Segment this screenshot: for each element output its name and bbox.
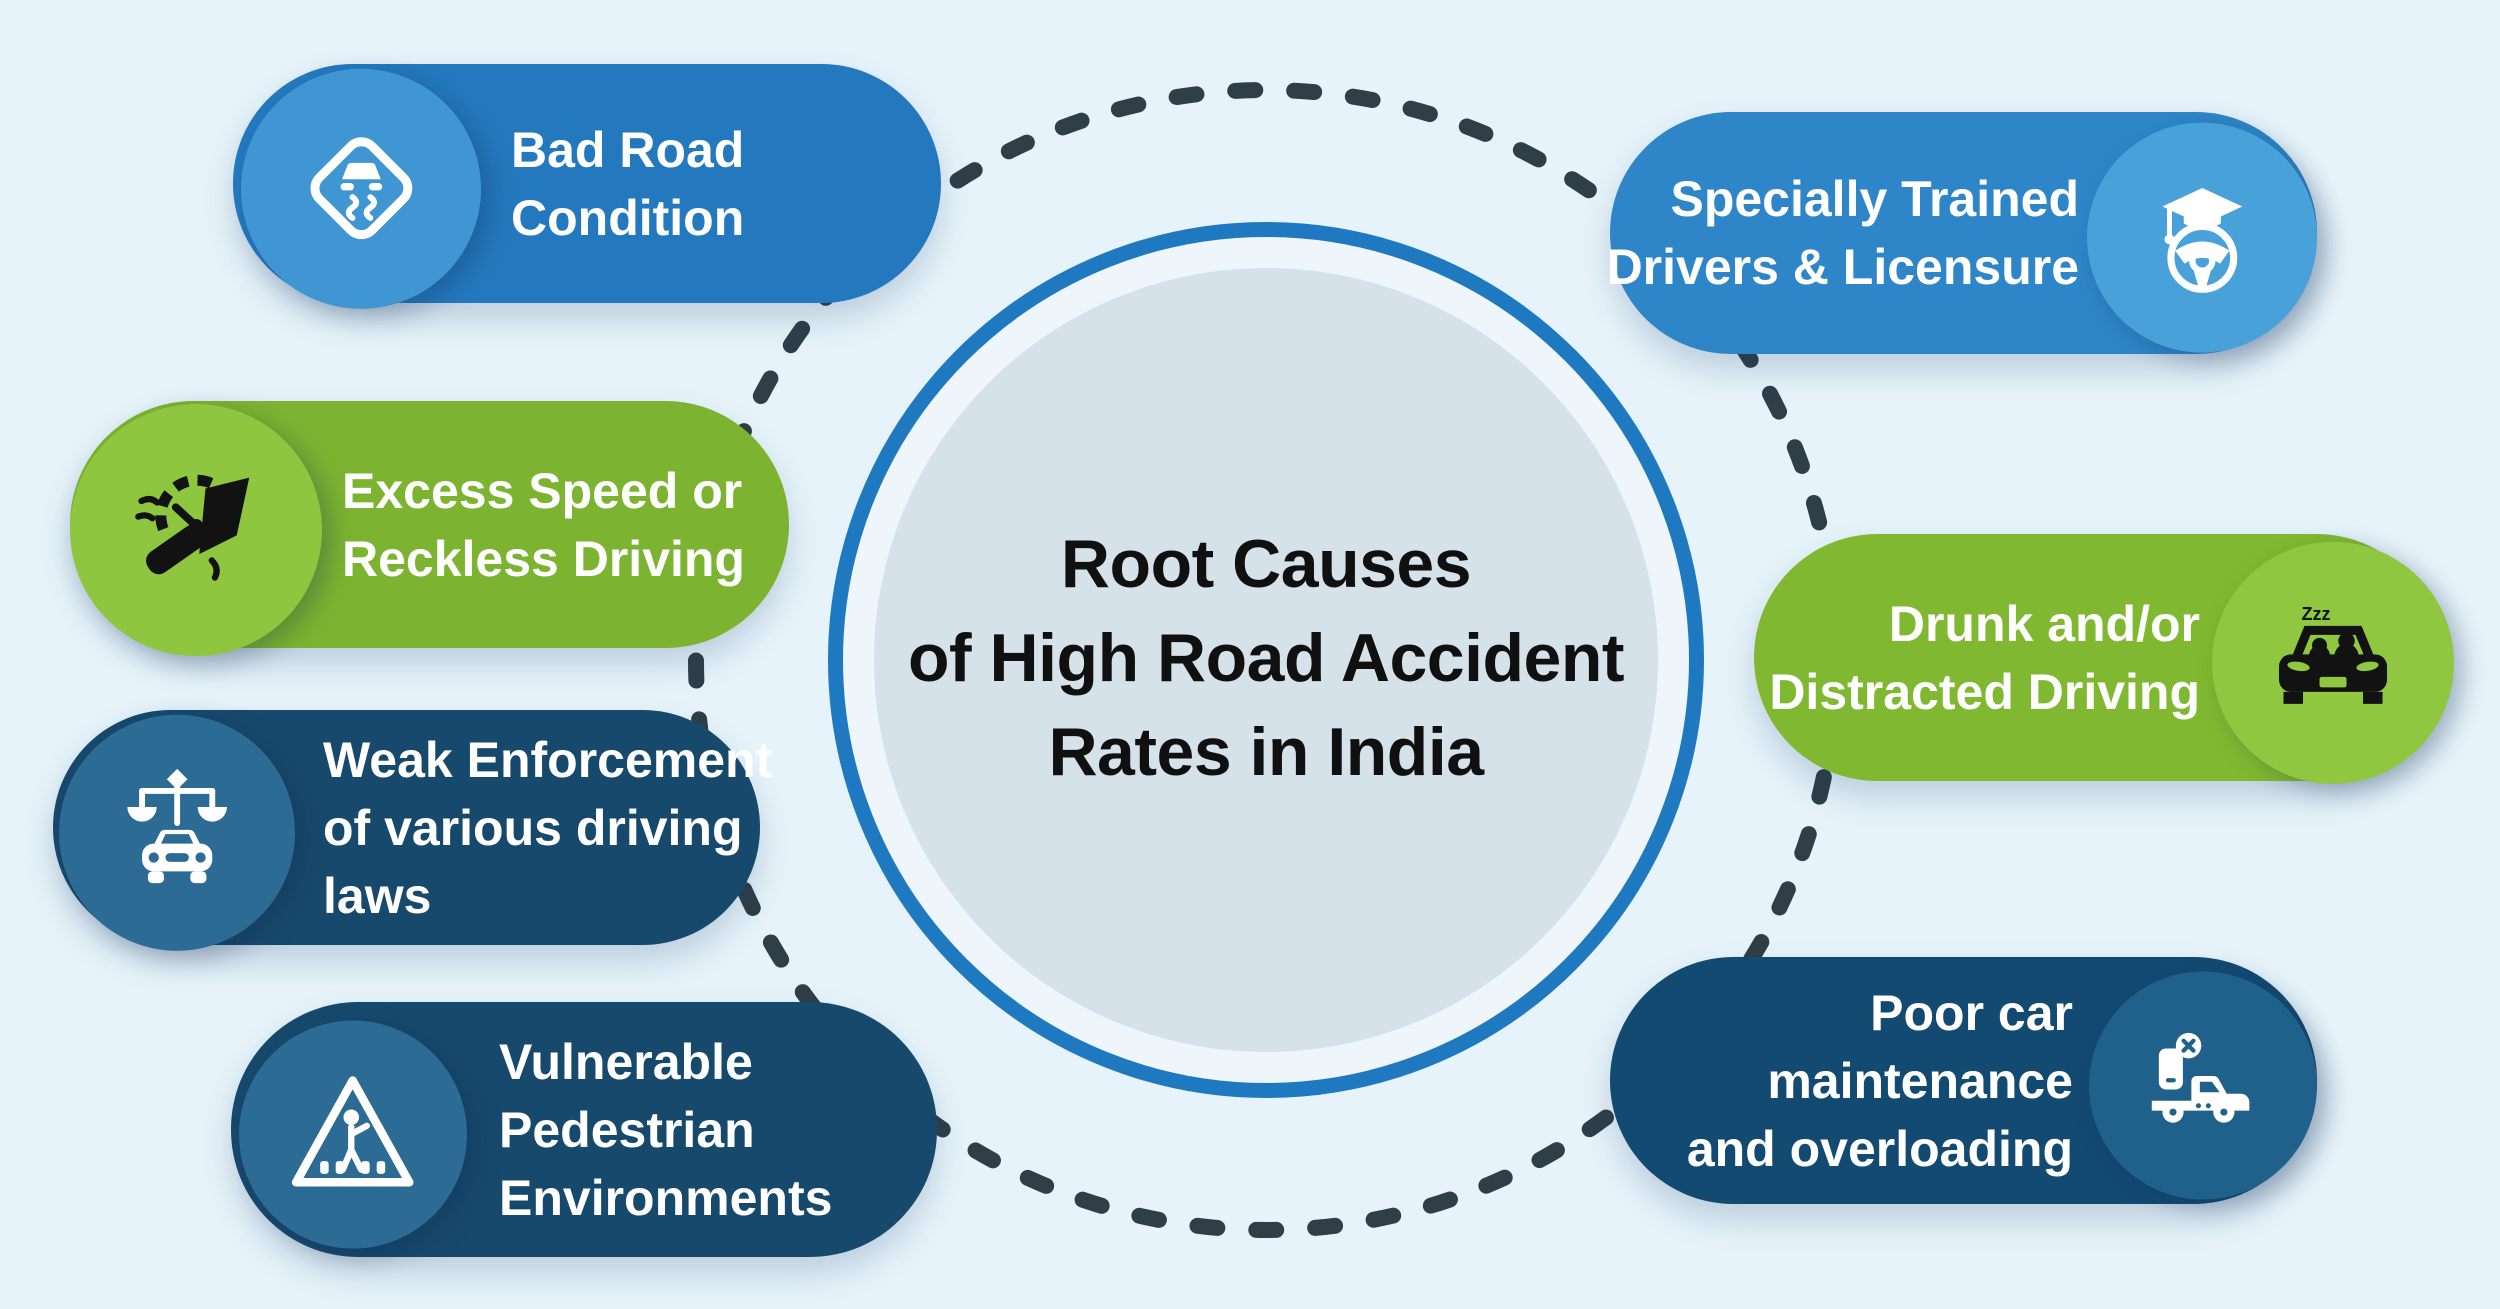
cause-pill-excess-speed: Excess Speed or Reckless Driving <box>70 401 789 656</box>
drowsy-car-icon: Zzz <box>2278 604 2388 705</box>
icon-bubble <box>2087 122 2317 353</box>
icon-bubble <box>2089 971 2317 1200</box>
icon-bubble: Zzz <box>2212 541 2454 784</box>
cause-pill-vulnerable-pedestrian: Vulnerable Pedestrian Environments <box>231 1002 937 1257</box>
title-line: Rates in India <box>1048 714 1484 790</box>
cause-label: Poor car maintenance and overloading <box>1686 984 2073 1177</box>
cause-pill-trained-drivers: Specially Trained Drivers & Licensure <box>1606 112 2317 354</box>
icon-bubble <box>59 714 295 951</box>
icon-bubble <box>70 403 322 656</box>
pedestrian-crossing-icon <box>292 1076 414 1187</box>
title-line: of High Road Accident <box>907 620 1625 696</box>
title-line: Root Causes <box>1060 526 1472 602</box>
cause-label: Drunk and/or Distracted Driving <box>1769 595 2200 720</box>
cause-label: Weak Enforcement of various driving laws <box>323 731 773 924</box>
cause-label: Excess Speed or Reckless Driving <box>342 462 745 587</box>
cause-label: Specially Trained Drivers & Licensure <box>1606 171 2079 295</box>
graduate-steering-wheel-icon <box>2162 187 2242 293</box>
svg-text:Zzz: Zzz <box>2301 604 2330 624</box>
speeding-pedal-icon <box>135 475 250 582</box>
justice-scales-car-icon <box>127 769 227 884</box>
slippery-road-sign-icon <box>310 137 412 240</box>
cause-label: Bad Road Condition <box>511 121 745 246</box>
cause-label: Vulnerable Pedestrian Environments <box>499 1033 833 1226</box>
cause-pill-drunk-distracted: Zzz Drunk and/or Distracted Driving <box>1754 534 2454 784</box>
icon-bubble <box>239 1020 467 1249</box>
page-title: Root Causes of High Road Accident Rates … <box>766 517 1766 799</box>
cause-pill-bad-road-condition: Bad Road Condition <box>233 64 941 309</box>
cause-pill-poor-maintenance: Poor car maintenance and overloading <box>1610 957 2317 1204</box>
cause-pill-weak-enforcement: Weak Enforcement of various driving laws <box>53 710 773 951</box>
truck-phone-warning-icon <box>2152 1032 2250 1123</box>
center-circle-fill <box>874 268 1658 1052</box>
icon-bubble <box>241 68 481 309</box>
